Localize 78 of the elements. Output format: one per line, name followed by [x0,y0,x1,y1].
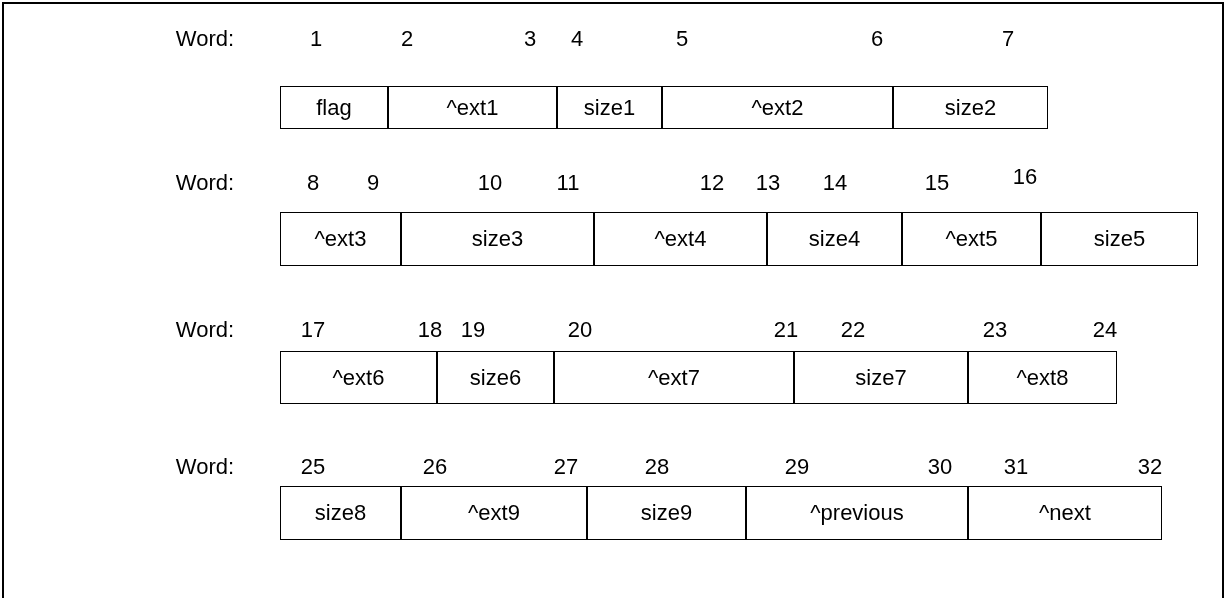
row-label: Word: [175,454,235,480]
field-name: size1 [583,94,636,121]
word-number: 29 [784,454,810,480]
word-number: 4 [570,26,584,52]
word-number: 5 [675,26,689,52]
word-number: 20 [567,317,593,343]
word-number: 9 [366,170,380,196]
field-cell [968,351,1117,404]
word-number: 12 [699,170,725,196]
field-cell [280,351,437,404]
field-name: size8 [314,500,367,526]
word-number: 11 [556,170,580,196]
field-name: ^previous [810,500,904,526]
field-cell [587,486,746,540]
word-number: 31 [1003,454,1029,480]
word-number: 24 [1092,317,1118,343]
word-number: 32 [1137,454,1163,480]
field-cell [902,212,1041,266]
field-name: size4 [808,226,861,252]
field-cell [401,486,587,540]
word-number: 22 [840,317,866,343]
word-number: 7 [1001,26,1015,52]
word-number: 1 [309,26,323,52]
field-name: size3 [471,226,524,252]
field-name: ^ext3 [314,226,367,252]
field-name: size5 [1093,226,1146,252]
row-label: Word: [175,26,235,52]
field-cell [280,86,388,129]
field-cell [557,86,662,129]
field-cell [968,486,1162,540]
field-cell [388,86,557,129]
word-number: 30 [927,454,953,480]
word-number: 16 [1012,164,1038,190]
word-number: 18 [417,317,443,343]
field-cell [662,86,893,129]
word-number: 8 [306,170,320,196]
word-number: 21 [773,317,799,343]
word-number: 2 [400,26,414,52]
field-name: size7 [855,364,907,391]
field-cell [794,351,968,404]
field-cell [767,212,902,266]
field-cell [594,212,767,266]
field-cell [437,351,554,404]
word-number: 27 [553,454,579,480]
field-cell [280,486,401,540]
field-name: size6 [469,364,522,391]
field-cell [401,212,594,266]
field-name: flag [316,94,352,121]
word-number: 19 [460,317,486,343]
word-number: 14 [822,170,848,196]
field-cell [280,212,401,266]
field-name: size9 [640,500,693,526]
field-cell [1041,212,1198,266]
word-number: 3 [523,26,537,52]
word-number: 26 [422,454,448,480]
field-name: ^ext9 [468,500,520,526]
word-number: 28 [644,454,670,480]
field-name: ^ext7 [648,364,700,391]
field-name: ^ext5 [945,226,998,252]
field-cell [746,486,968,540]
field-name: ^ext4 [654,226,707,252]
row-label: Word: [175,170,235,196]
word-number: 6 [870,26,884,52]
field-name: size2 [944,94,997,121]
word-number: 13 [755,170,781,196]
word-number: 23 [982,317,1008,343]
field-name: ^ext1 [446,94,499,121]
word-number: 25 [300,454,326,480]
field-name: ^ext2 [751,94,804,121]
word-number: 15 [924,170,950,196]
field-name: ^next [1039,500,1091,526]
word-number: 10 [477,170,503,196]
field-cell [893,86,1048,129]
field-name: ^ext8 [1016,364,1069,391]
field-name: ^ext6 [332,364,385,391]
field-cell [554,351,794,404]
word-number: 17 [300,317,326,343]
row-label: Word: [175,317,235,343]
